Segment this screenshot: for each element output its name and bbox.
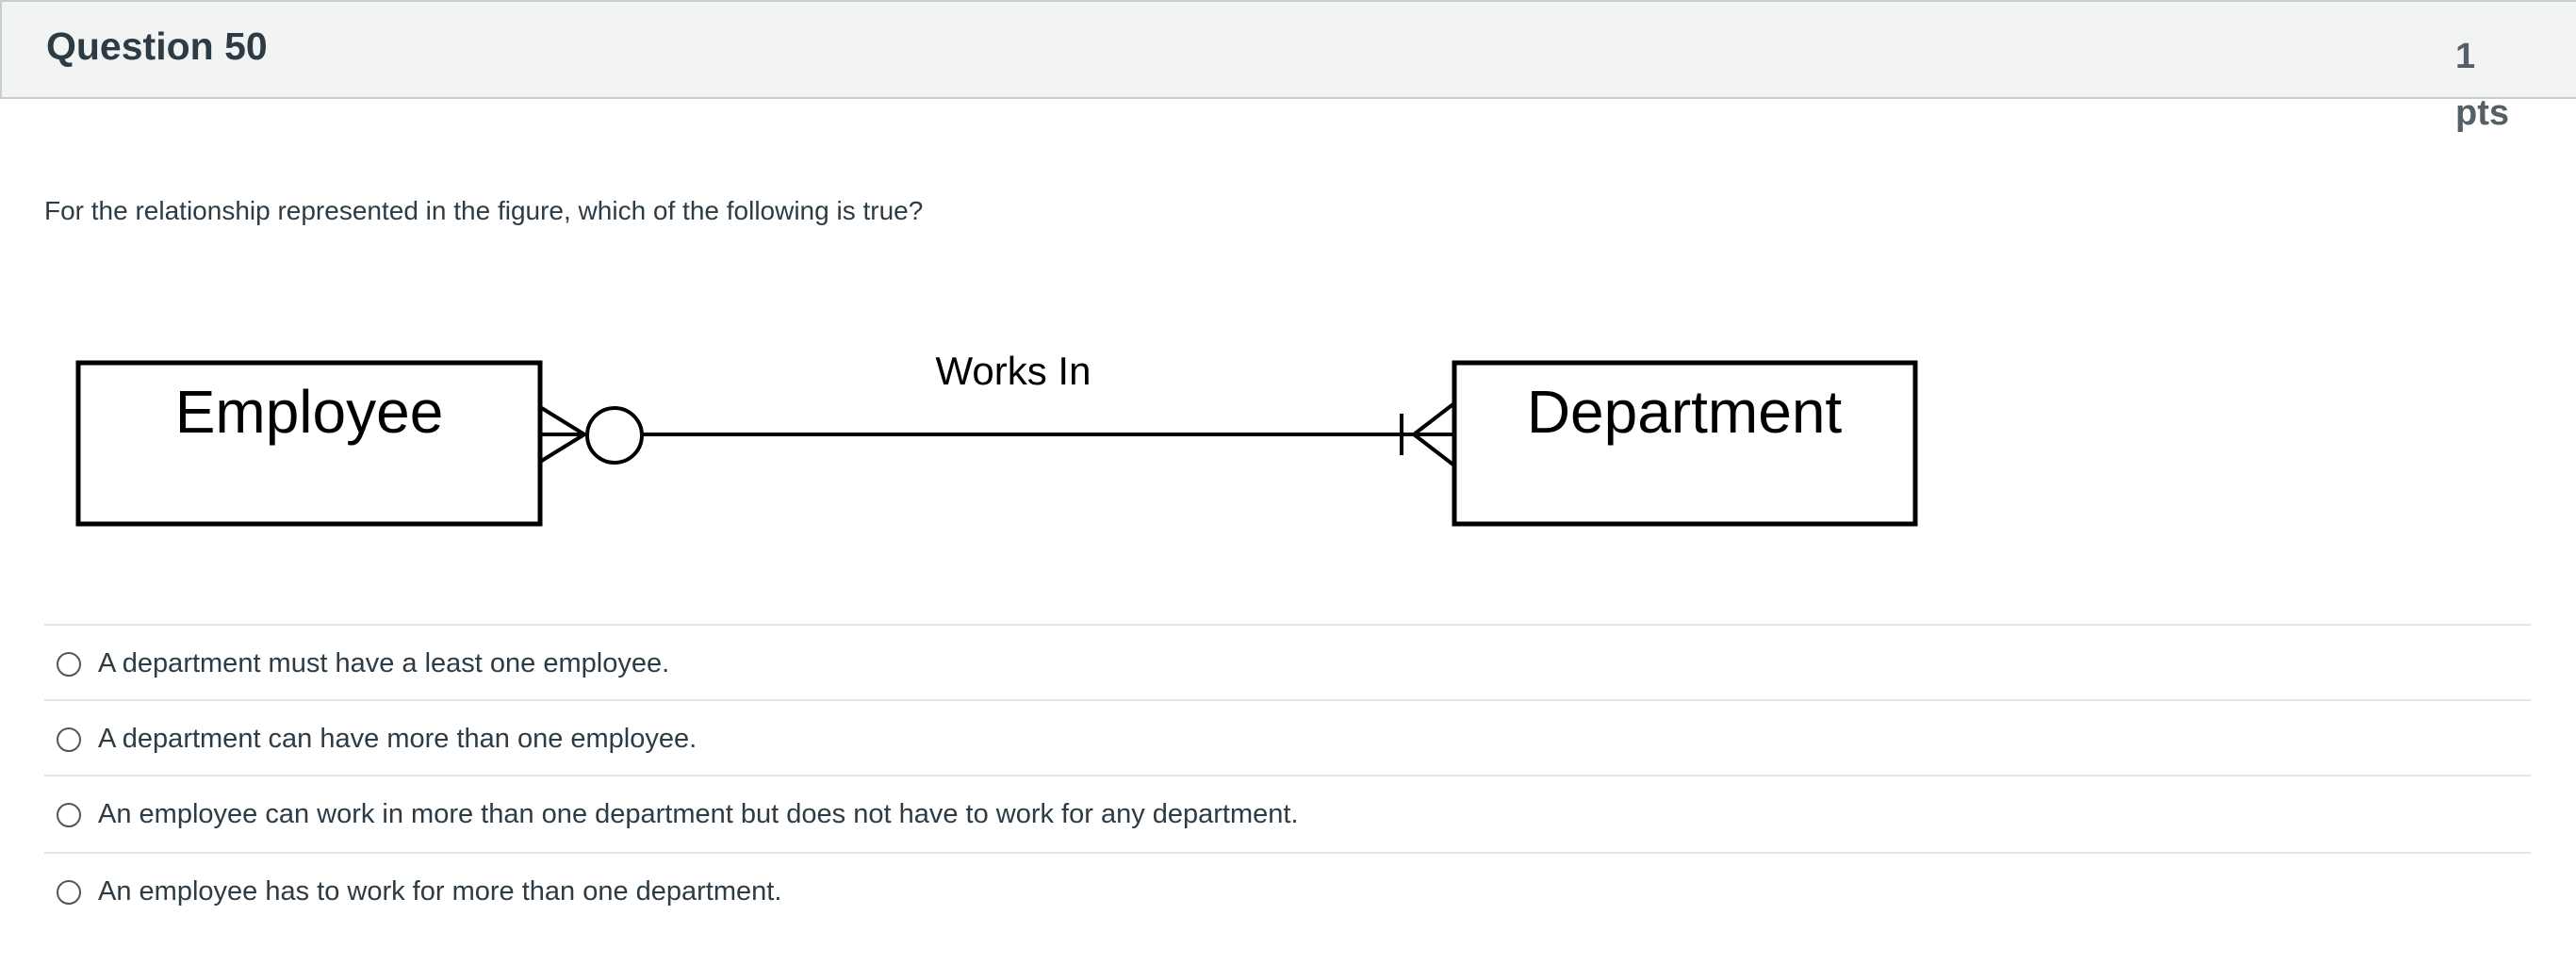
question-prompt: For the relationship represented in the … bbox=[44, 196, 924, 225]
crows-foot-one-many-icon bbox=[1400, 401, 1456, 467]
employee-entity-label: Employee bbox=[175, 378, 444, 446]
answer-list: A department must have a least one emplo… bbox=[44, 624, 2531, 927]
radio-button[interactable] bbox=[57, 727, 81, 752]
answer-label[interactable]: An employee has to work for more than on… bbox=[98, 876, 782, 907]
relationship-label: Works In bbox=[936, 349, 1091, 393]
employee-entity-box bbox=[75, 360, 543, 527]
answer-option[interactable]: A department must have a least one emplo… bbox=[44, 624, 2531, 699]
department-entity-box bbox=[1452, 360, 1918, 527]
radio-button[interactable] bbox=[57, 803, 81, 827]
question-header: Question 50 1 pts bbox=[0, 0, 2576, 133]
radio-button[interactable] bbox=[57, 880, 81, 905]
answer-label[interactable]: A department can have more than one empl… bbox=[98, 724, 697, 754]
answer-label[interactable]: An employee can work in more than one de… bbox=[98, 799, 1299, 829]
department-entity-label: Department bbox=[1527, 378, 1843, 446]
question-points: 1 pts bbox=[2455, 37, 2509, 133]
answer-option[interactable]: A department can have more than one empl… bbox=[44, 699, 2531, 775]
er-diagram: Employee Department Works In bbox=[75, 349, 1918, 527]
answer-option[interactable]: An employee can work in more than one de… bbox=[44, 775, 2531, 852]
crows-foot-zero-many-icon bbox=[538, 405, 644, 465]
answer-label[interactable]: A department must have a least one emplo… bbox=[98, 648, 670, 678]
answer-option[interactable]: An employee has to work for more than on… bbox=[44, 852, 2531, 927]
question-title: Question 50 bbox=[46, 25, 268, 68]
radio-button[interactable] bbox=[57, 652, 81, 677]
